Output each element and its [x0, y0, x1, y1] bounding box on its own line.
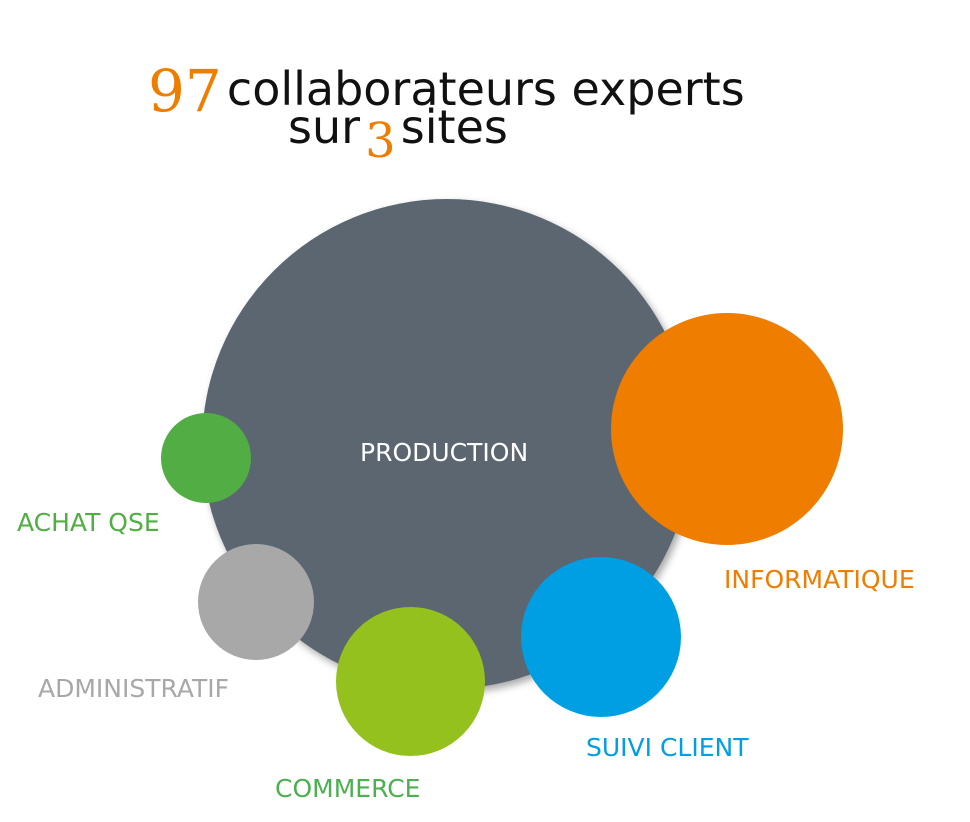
administratif-bubble — [198, 544, 314, 660]
employee-count: 97 — [148, 57, 222, 125]
headline-line-2: sur 3 sites — [288, 104, 508, 165]
production-label: PRODUCTION — [360, 438, 529, 467]
headline-line-1: 97 collaborateurs experts — [148, 62, 745, 120]
administratif-label: ADMINISTRATIF — [38, 674, 230, 703]
headline-prefix-2: sur — [288, 100, 361, 154]
headline-text-1: collaborateurs experts — [226, 62, 745, 116]
informatique-bubble — [611, 313, 843, 545]
commerce-label: COMMERCE — [275, 774, 421, 803]
headline: 97 collaborateurs experts sur 3 sites — [0, 0, 970, 190]
achat-qse-label: ACHAT QSE — [17, 508, 160, 537]
suivi-client-bubble — [521, 557, 681, 717]
achat-qse-bubble — [161, 413, 251, 503]
commerce-bubble — [336, 607, 485, 756]
site-count: 3 — [365, 113, 396, 169]
suivi-client-label: SUIVI CLIENT — [586, 733, 749, 762]
headline-suffix-2: sites — [400, 100, 508, 154]
informatique-label: INFORMATIQUE — [724, 565, 915, 594]
